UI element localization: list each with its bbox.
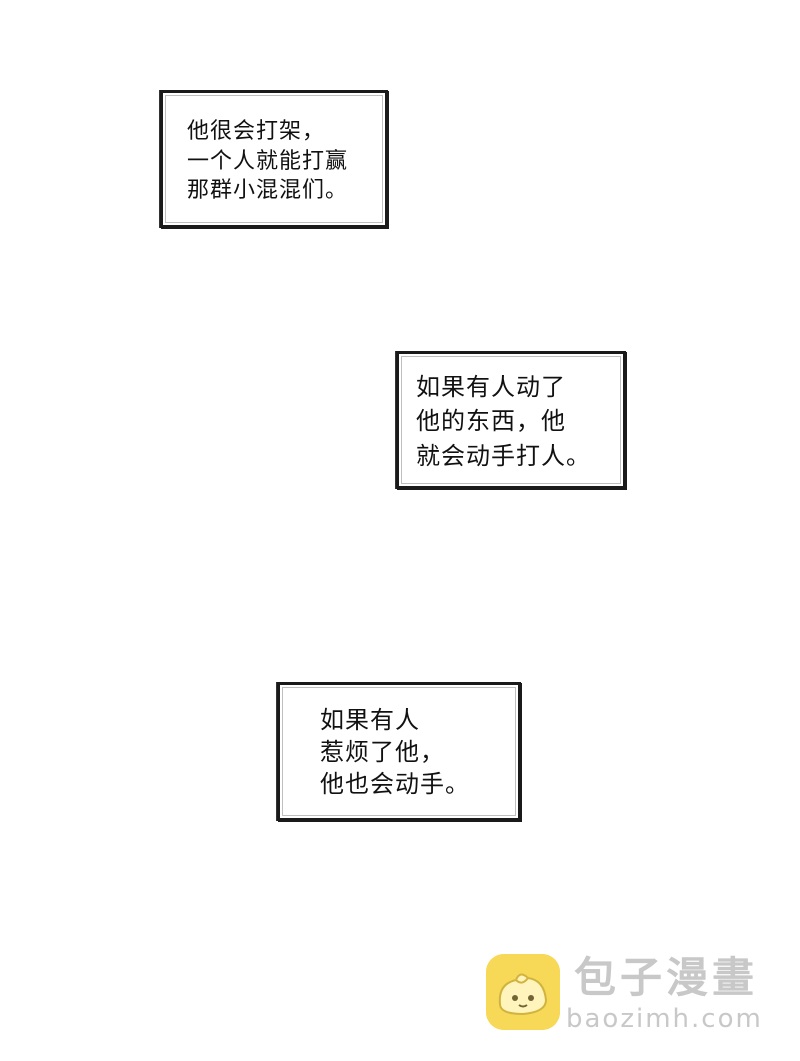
watermark-title: 包子漫畫 — [574, 953, 759, 1002]
caption-2-line-1: 如果有人动了 — [416, 373, 566, 401]
caption-3-line-3: 他也会动手。 — [320, 770, 470, 798]
caption-box-1: 他很会打架， 一个人就能打赢 那群小混混们。 — [160, 90, 388, 228]
watermark: 包子漫畫 baozimh.com — [486, 954, 786, 1038]
caption-2-line-2: 他的东西，他 — [416, 407, 566, 435]
caption-3-line-1: 如果有人 — [320, 706, 420, 734]
caption-2-line-3: 就会动手打人。 — [416, 442, 591, 470]
caption-1-line-1: 他很会打架， — [187, 119, 326, 144]
watermark-url: baozimh.com — [566, 1004, 763, 1034]
caption-box-3: 如果有人 惹烦了他， 他也会动手。 — [277, 682, 521, 821]
caption-1-line-2: 一个人就能打赢 — [187, 149, 349, 174]
caption-3-line-2: 惹烦了他， — [320, 738, 445, 766]
caption-1-line-3: 那群小混混们。 — [187, 178, 349, 203]
caption-box-2: 如果有人动了 他的东西，他 就会动手打人。 — [396, 351, 626, 489]
bun-mascot-icon — [486, 954, 560, 1030]
